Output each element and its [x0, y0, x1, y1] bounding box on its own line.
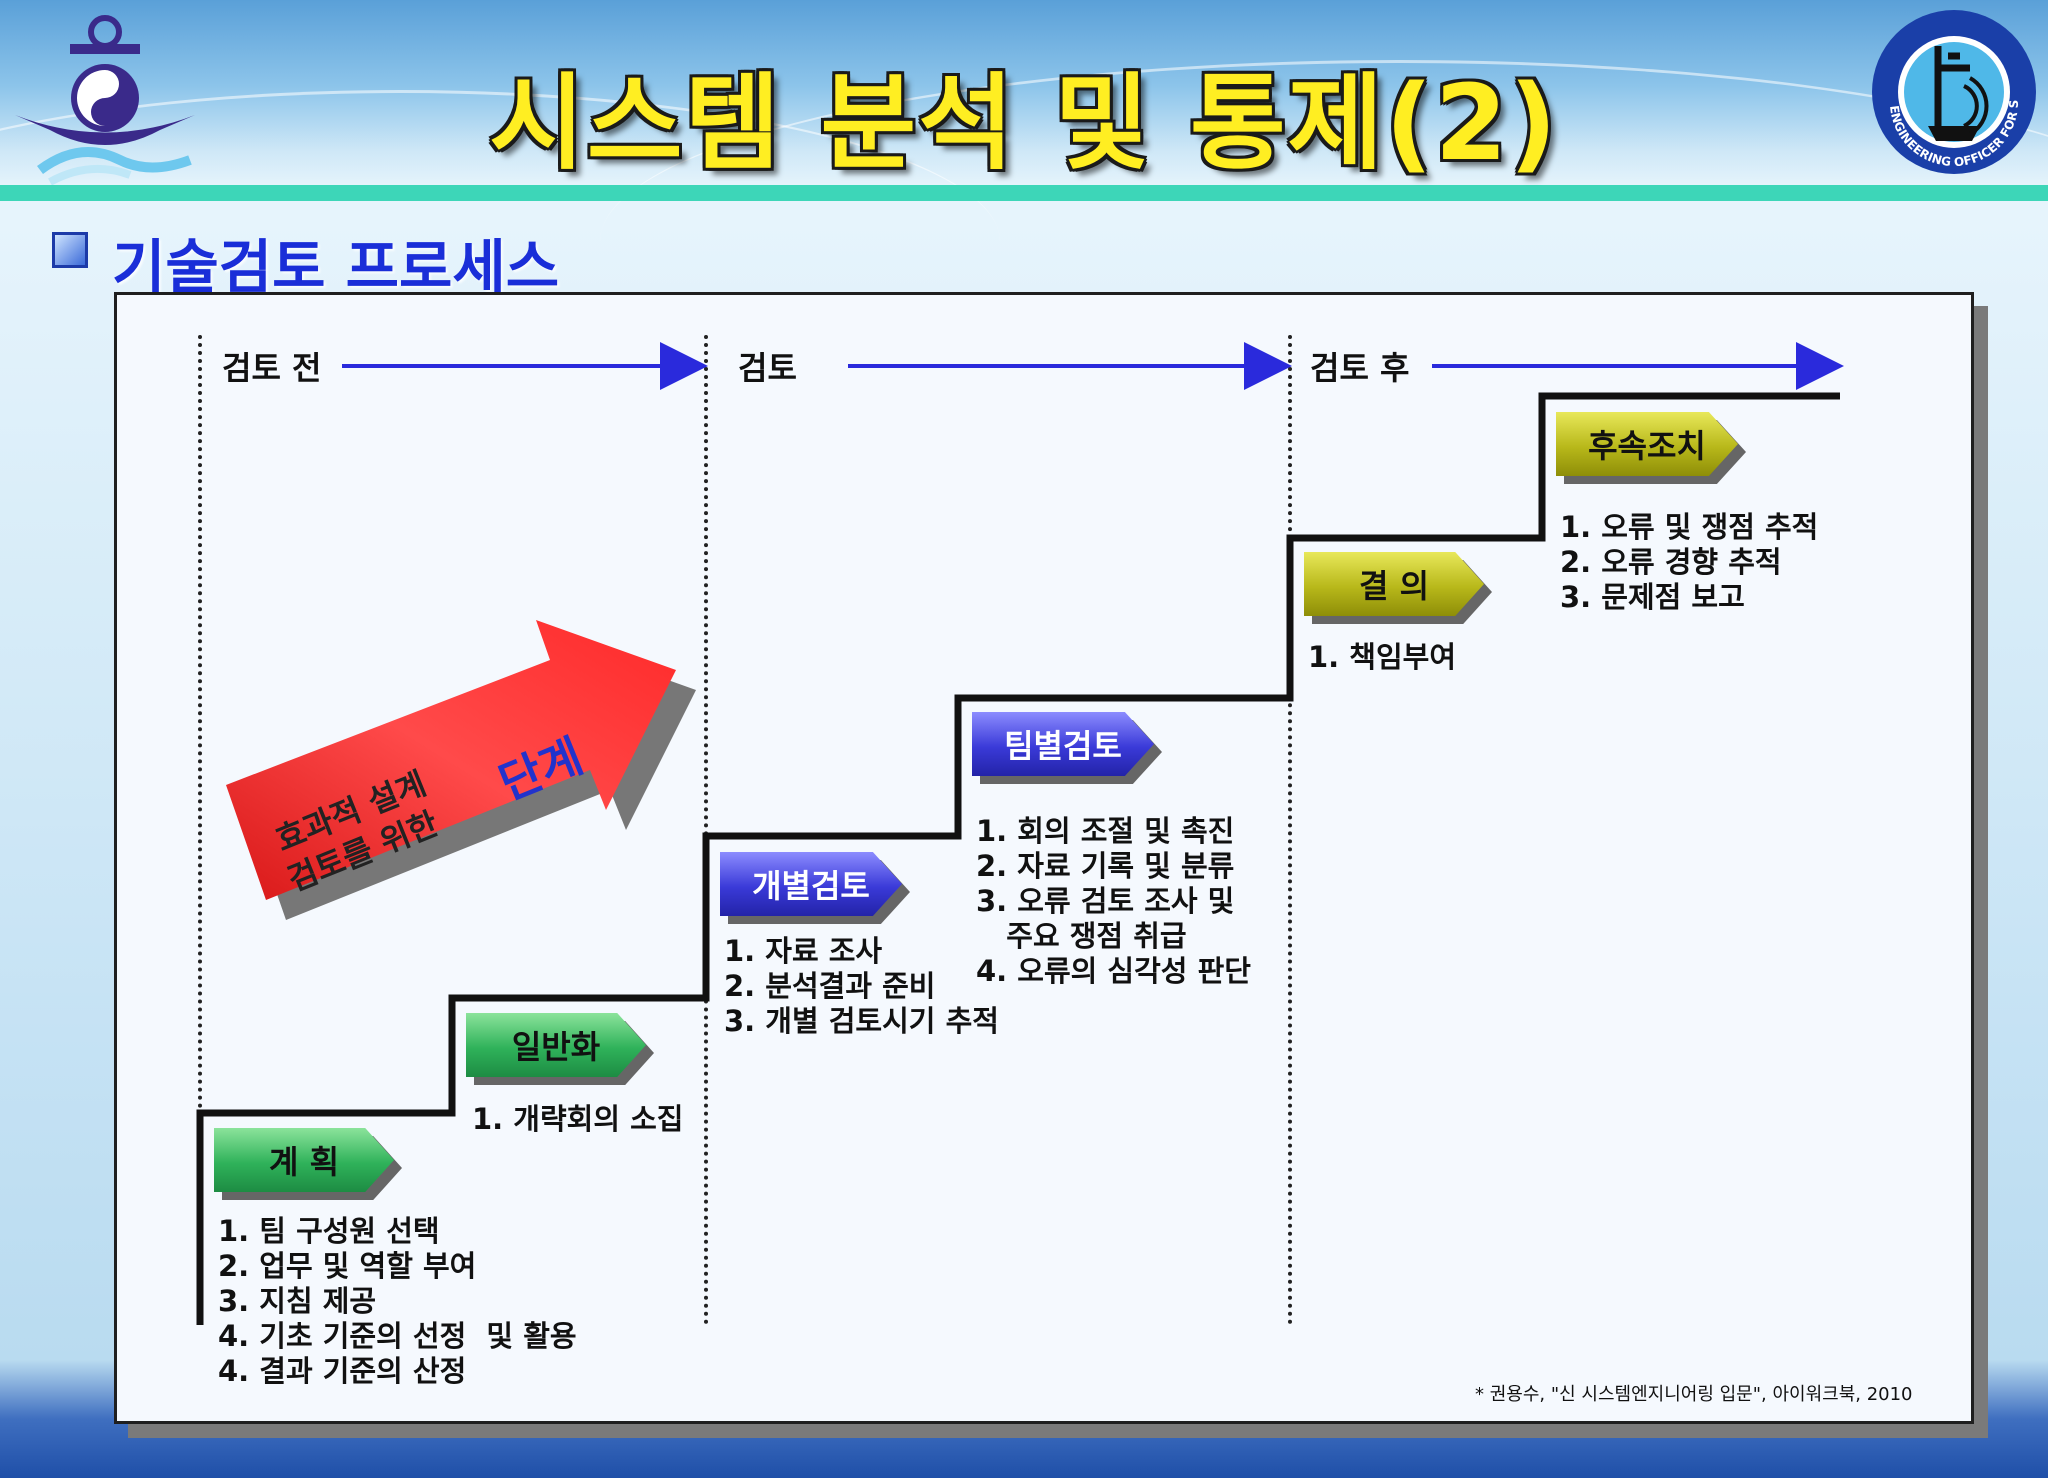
- list-item: 3. 문제점 보고: [1560, 580, 1745, 614]
- list-item: 2. 자료 기록 및 분류: [976, 849, 1235, 883]
- staircase-line: [196, 392, 1840, 1325]
- list-item: 4. 기초 기준의 선정 및 활용: [218, 1319, 577, 1353]
- list-item: 2. 오류 경향 추적: [1560, 545, 1782, 579]
- list-item: 2. 분석결과 준비: [724, 969, 936, 1003]
- decorative-wave: [0, 90, 1000, 393]
- source-footnote: * 권용수, "신 시스템엔지니어링 입문", 아이워크북, 2010: [1475, 1384, 1913, 1405]
- list-item: 3. 지침 제공: [218, 1284, 377, 1318]
- list-item: 3. 개별 검토시기 추적: [724, 1004, 999, 1038]
- list-item: 1. 자료 조사: [724, 934, 883, 968]
- step-tag-general: 일반화: [466, 1013, 646, 1077]
- list-item: 주요 쟁점 취급: [976, 919, 1187, 953]
- phase-label-review: 검토: [738, 349, 797, 387]
- phase-label-after-review: 검토 후: [1310, 349, 1410, 387]
- step-tag-individual-review: 개별검토: [720, 852, 902, 916]
- step-tag-team-review: 팀별검토: [972, 712, 1154, 776]
- step-list-team-review: 1. 회의 조절 및 촉진 2. 자료 기록 및 분류 3. 오류 검토 조사 …: [976, 814, 1251, 989]
- navy-emblem-logo: [15, 15, 195, 185]
- phase-divider: [198, 335, 202, 1325]
- list-item: 1. 회의 조절 및 촉진: [976, 814, 1235, 848]
- step-list-individual-review: 1. 자료 조사 2. 분석결과 준비 3. 개별 검토시기 추적: [724, 934, 999, 1039]
- step-list-resolution: 1. 책임부여: [1308, 640, 1456, 675]
- list-item: 2. 업무 및 역할 부여: [218, 1249, 477, 1283]
- step-list-follow-up: 1. 오류 및 쟁점 추적 2. 오류 경향 추적 3. 문제점 보고: [1560, 510, 1818, 615]
- step-tag-follow-up: 후속조치: [1556, 412, 1738, 476]
- header-band: [0, 185, 2048, 201]
- step-list-plan: 1. 팀 구성원 선택 2. 업무 및 역할 부여 3. 지침 제공 4. 기초…: [218, 1214, 577, 1389]
- list-item: 4. 결과 기준의 산정: [218, 1354, 467, 1388]
- phase-label-before-review: 검토 전: [222, 349, 322, 387]
- list-item: 3. 오류 검토 조사 및: [976, 884, 1235, 918]
- step-tag-resolution: 결 의: [1304, 552, 1484, 616]
- step-tag-plan: 계 획: [214, 1128, 394, 1192]
- page-title: 시스템 분석 및 통제(2): [489, 62, 1559, 184]
- engineering-officer-seal-logo: ENGINEERING OFFICER FOR SHIPBUILDING: [1868, 6, 2036, 174]
- section-subtitle: 기술검토 프로세스: [112, 233, 560, 301]
- phase-divider: [704, 335, 708, 1325]
- step-list-general: 1. 개략회의 소집: [472, 1102, 683, 1137]
- list-item: 1. 팀 구성원 선택: [218, 1214, 440, 1248]
- big-red-arrow: [226, 620, 696, 920]
- list-item: 1. 개략회의 소집: [472, 1102, 684, 1136]
- phase-divider: [1288, 335, 1292, 1325]
- decorative-wave: [600, 60, 2048, 423]
- list-item: 1. 오류 및 쟁점 추적: [1560, 510, 1819, 544]
- list-item: 4. 오류의 심각성 판단: [976, 954, 1251, 988]
- square-bullet-icon: [52, 232, 88, 268]
- list-item: 1. 책임부여: [1308, 640, 1457, 674]
